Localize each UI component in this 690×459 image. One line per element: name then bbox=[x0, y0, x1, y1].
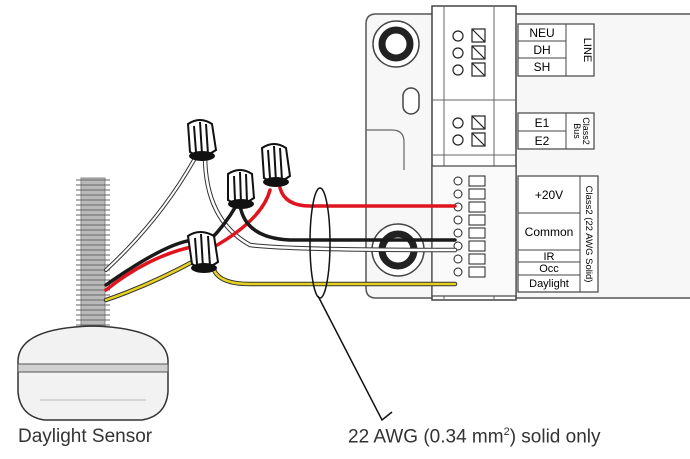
label-e1: E1 bbox=[535, 116, 550, 130]
sensor-leads bbox=[103, 158, 199, 303]
label-dh: DH bbox=[533, 43, 550, 57]
line-label-block: NEU DH SH LINE bbox=[517, 23, 595, 77]
wire-spec-superscript: 2 bbox=[503, 426, 510, 438]
wire-spec-prefix: 22 AWG (0.34 mm bbox=[348, 426, 504, 448]
label-ir: IR bbox=[544, 251, 555, 263]
wire-bundle-marker bbox=[309, 187, 331, 299]
label-sensor-class: Class2 (22 AWG Solid) bbox=[583, 186, 594, 283]
wire-nut-top bbox=[186, 119, 218, 161]
wire-nut-middle bbox=[227, 169, 256, 209]
field-wires bbox=[202, 152, 458, 287]
label-neu: NEU bbox=[529, 26, 554, 40]
bus-terminal-screws bbox=[452, 115, 486, 147]
label-bus-title: Bus bbox=[572, 123, 582, 139]
label-sh: SH bbox=[534, 60, 551, 74]
wire-spec-caption: 22 AWG (0.34 mm2) solid only bbox=[348, 426, 601, 448]
label-bus-class: Class2 bbox=[581, 117, 591, 145]
label-20v: +20V bbox=[535, 188, 563, 202]
sensor-terminal-screws bbox=[453, 175, 486, 278]
callout-leader-line bbox=[317, 295, 393, 422]
label-daylight: Daylight bbox=[529, 278, 569, 290]
label-occ: Occ bbox=[539, 263, 559, 275]
daylight-sensor bbox=[17, 177, 169, 421]
label-line-title: LINE bbox=[581, 38, 593, 62]
wire-nut-right bbox=[260, 143, 292, 187]
sensor-dome bbox=[17, 325, 169, 421]
bus-label-block: E1 E2 Class2 Bus bbox=[517, 112, 595, 150]
label-e2: E2 bbox=[535, 134, 550, 148]
daylight-sensor-caption: Daylight Sensor bbox=[18, 426, 153, 447]
wire-nut-bottom bbox=[186, 231, 220, 273]
sensor-label-block: +20V Common IR Occ Daylight Class2 (22 A… bbox=[517, 175, 599, 293]
line-terminal-screws bbox=[452, 28, 486, 77]
mounting-slot bbox=[402, 87, 420, 115]
label-common: Common bbox=[525, 225, 574, 239]
wire-spec-suffix: ) solid only bbox=[509, 426, 601, 448]
sensor-threaded-stem bbox=[80, 177, 106, 329]
